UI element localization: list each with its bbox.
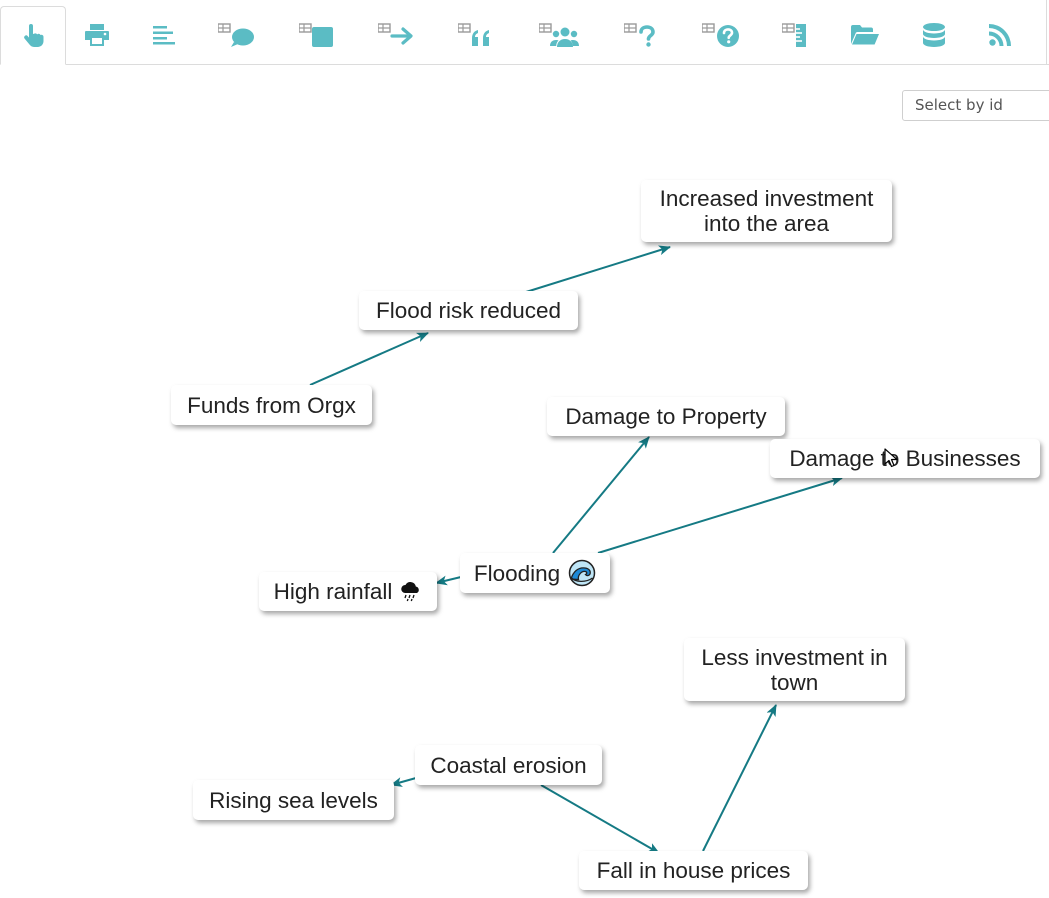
toolbar-divider: [1046, 0, 1047, 64]
tab-people[interactable]: [526, 6, 592, 64]
node-rising-sea-levels[interactable]: Rising sea levels: [193, 780, 394, 820]
table-arrow-right-icon: [378, 23, 413, 45]
edge-erosion-to-house-prices[interactable]: [540, 784, 660, 854]
node-flooding[interactable]: Flooding: [460, 553, 610, 593]
wave-emoji-icon: [568, 559, 596, 587]
edges-layer: [309, 245, 843, 854]
tab-database[interactable]: [901, 6, 967, 64]
table-quote-icon: [458, 23, 489, 46]
tab-interact[interactable]: [0, 6, 66, 65]
tab-quotes[interactable]: [444, 6, 510, 64]
align-left-icon: [153, 26, 175, 45]
node-increased-investment[interactable]: Increased investment into the area: [641, 180, 892, 242]
edge-flooding-to-property[interactable]: [552, 436, 650, 554]
print-icon: [85, 24, 109, 46]
tab-questions[interactable]: [608, 6, 674, 64]
edge-funds-to-flood-risk[interactable]: [309, 332, 429, 386]
toolbar: [0, 0, 1049, 65]
edge-flooding-to-businesses[interactable]: [597, 476, 843, 554]
tab-style[interactable]: [284, 6, 350, 64]
table-users-icon: [539, 23, 579, 47]
select-by-id-dropdown[interactable]: Select by id: [902, 90, 1049, 121]
database-icon: [923, 23, 945, 47]
edge-erosion-to-sea-levels[interactable]: [390, 777, 417, 787]
node-funds-from-orgx[interactable]: Funds from Orgx: [171, 385, 372, 425]
table-square-icon: [299, 23, 333, 47]
tab-help[interactable]: [688, 6, 754, 64]
node-damage-to-property[interactable]: Damage to Property: [547, 397, 785, 436]
node-label: Coastal erosion: [430, 752, 587, 778]
tab-print[interactable]: [64, 6, 130, 64]
node-label: Fall in house prices: [596, 858, 791, 883]
tab-feed[interactable]: [967, 6, 1033, 64]
node-label: Increased investment into the area: [659, 186, 874, 236]
table-question-circle-icon: [702, 23, 739, 47]
toolbar-divider: [62, 64, 1049, 65]
node-coastal-erosion[interactable]: Coastal erosion: [415, 745, 602, 785]
node-label: Funds from Orgx: [187, 392, 356, 418]
node-label: Rising sea levels: [209, 787, 378, 813]
hand-pointer-icon: [24, 23, 44, 47]
tab-notes[interactable]: [204, 6, 270, 64]
node-label: High rainfall: [273, 579, 393, 604]
folder-open-icon: [851, 25, 879, 45]
tab-links[interactable]: [364, 6, 430, 64]
node-less-investment[interactable]: Less investment in town: [684, 638, 905, 701]
node-label: Flood risk reduced: [375, 298, 562, 323]
node-high-rainfall[interactable]: High rainfall: [259, 572, 437, 611]
node-flood-risk-reduced[interactable]: Flood risk reduced: [359, 291, 578, 330]
rain-cloud-emoji-icon: [400, 581, 422, 602]
table-question-icon: [624, 23, 655, 47]
edge-house-prices-to-less-investment[interactable]: [702, 704, 777, 852]
tab-ruler[interactable]: [764, 6, 830, 64]
tab-open[interactable]: [832, 6, 898, 64]
node-label: Damage to Businesses: [789, 446, 1021, 471]
table-comment-icon: [218, 23, 254, 47]
mouse-cursor-icon: [884, 448, 898, 468]
node-label: Flooding: [473, 560, 561, 586]
edge-flood-risk-to-investment[interactable]: [525, 245, 671, 293]
node-label: Less investment in town: [701, 644, 888, 695]
map-canvas[interactable]: Increased investment into the area Flood…: [0, 66, 1049, 898]
node-fall-in-house-prices[interactable]: Fall in house prices: [579, 851, 808, 890]
node-damage-to-businesses[interactable]: Damage to Businesses: [770, 439, 1040, 478]
tab-list[interactable]: [131, 6, 197, 64]
edge-flooding-to-rainfall[interactable]: [435, 575, 462, 586]
rss-icon: [989, 24, 1011, 46]
table-ruler-icon: [782, 23, 806, 47]
node-label: Damage to Property: [565, 404, 767, 429]
